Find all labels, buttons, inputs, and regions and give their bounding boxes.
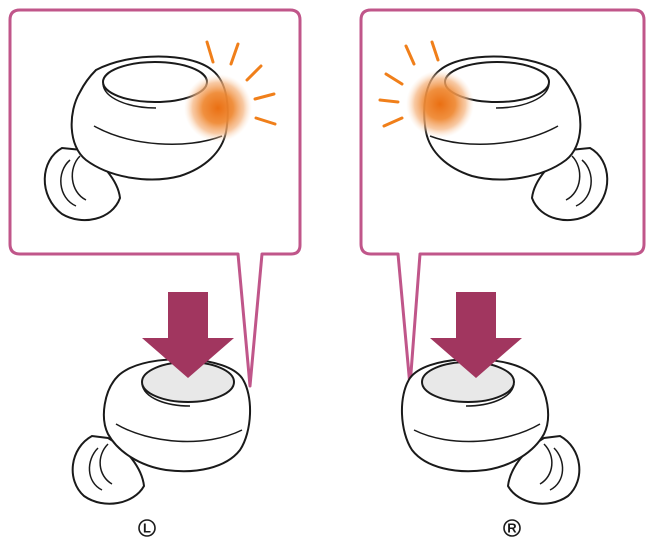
left-marker: L	[139, 520, 155, 536]
right-marker: R	[504, 520, 520, 536]
left-callout	[10, 10, 300, 386]
right-marker-label: R	[507, 521, 517, 536]
left-marker-label: L	[143, 521, 151, 536]
right-earbud	[402, 359, 579, 504]
right-callout	[361, 10, 644, 386]
left-earbud	[73, 359, 250, 504]
